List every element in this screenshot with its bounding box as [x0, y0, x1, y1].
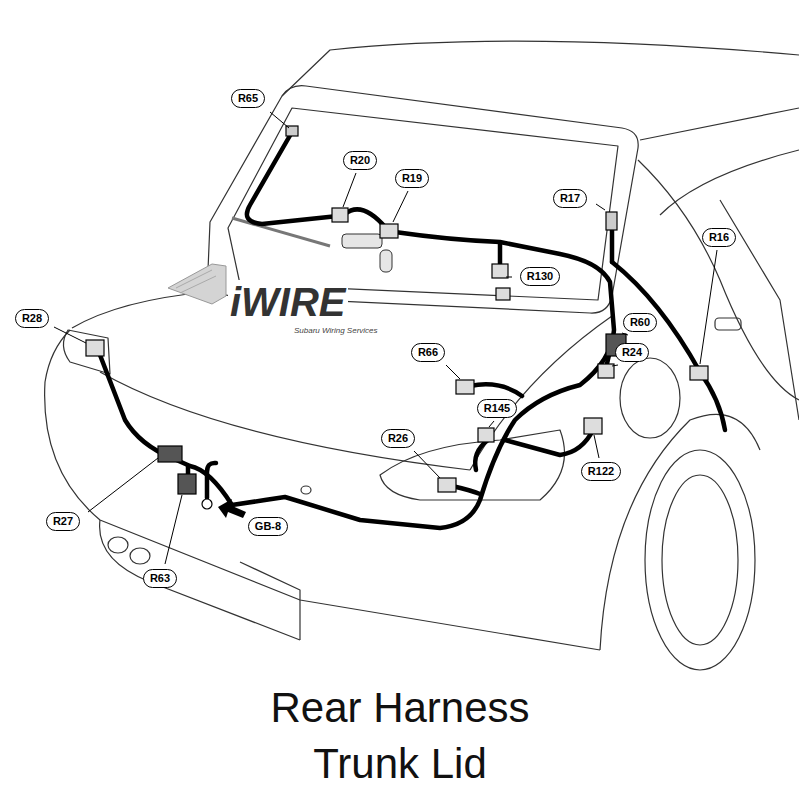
callout-number: R19: [402, 172, 422, 184]
callout-number: R20: [350, 154, 370, 166]
callout-number: R65: [238, 92, 258, 104]
leader-lines: [54, 112, 717, 564]
callout-number: R24: [622, 346, 642, 358]
callout-box: R60: [623, 313, 657, 332]
ground-arrow: [218, 499, 246, 518]
callout-number: R16: [709, 231, 729, 243]
callout-box: R17: [553, 189, 587, 208]
callout-box: R20: [343, 151, 377, 170]
callout-number: R60: [630, 316, 650, 328]
watermark-text: Subaru Wiring Services: [292, 326, 380, 335]
callout-number: R66: [418, 346, 438, 358]
callout-box: R24: [615, 343, 649, 362]
callout-number: R122: [588, 465, 614, 477]
ecu-logo: [168, 264, 226, 304]
callout-box: GB-8: [248, 517, 288, 536]
callout-number: R17: [560, 192, 580, 204]
callout-box: R28: [15, 309, 49, 328]
callout-box: R19: [395, 169, 429, 188]
callout-number: R63: [150, 572, 170, 584]
callout-number: R130: [527, 270, 553, 282]
watermark-logo: iWIRE: [228, 280, 348, 324]
callout-number: R27: [53, 515, 73, 527]
callout-box: R65: [231, 89, 265, 108]
callout-box: R66: [411, 343, 445, 362]
callout-number: R26: [388, 432, 408, 444]
connectors: [86, 126, 708, 509]
car-body: [45, 41, 799, 670]
callout-box: R145: [477, 399, 517, 418]
caption: Rear Harness Trunk Lid: [235, 680, 565, 792]
callout-box: R26: [381, 429, 415, 448]
callout-box: R16: [702, 228, 736, 247]
wiper: [232, 218, 392, 272]
callout-number: R28: [22, 312, 42, 324]
callout-box: R27: [46, 512, 80, 531]
callout-box: R122: [581, 462, 621, 481]
wire-harness: [100, 132, 725, 528]
callout-box: R63: [143, 569, 177, 588]
callout-number: R145: [484, 402, 510, 414]
callout-number: GB-8: [255, 520, 281, 532]
callout-box: R130: [520, 267, 560, 286]
